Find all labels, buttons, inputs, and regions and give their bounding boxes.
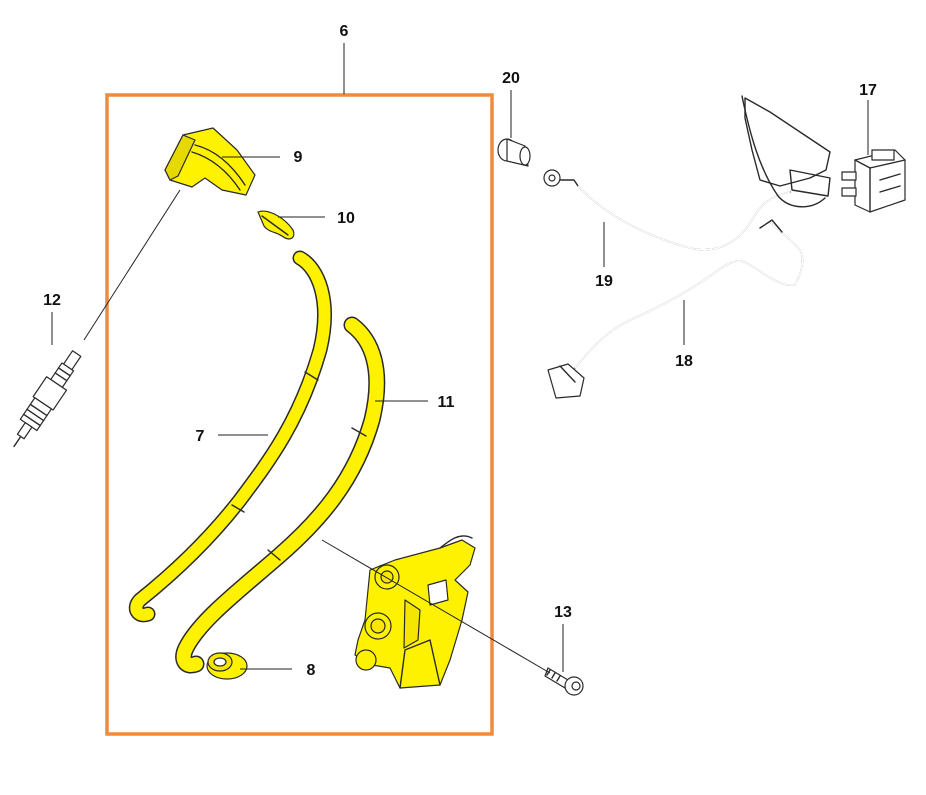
spark-plug-12[interactable]: [4, 347, 87, 453]
callout-10: 10: [337, 210, 355, 227]
wire-18-connector[interactable]: [547, 363, 585, 399]
screw-13[interactable]: [544, 667, 584, 696]
plug-20[interactable]: [497, 138, 531, 167]
callout-6: 6: [340, 23, 349, 40]
callout-20: 20: [502, 70, 520, 87]
callout-11: 11: [438, 394, 455, 411]
callout-17: 17: [859, 82, 877, 99]
spark-plug-cap-9[interactable]: [164, 127, 256, 196]
ignition-lead-7[interactable]: [128, 250, 332, 623]
callout-8: 8: [307, 662, 316, 679]
switch-assembly[interactable]: [354, 535, 476, 689]
wire-harness[interactable]: [574, 95, 831, 369]
callout-18: 18: [675, 353, 693, 370]
callout-7: 7: [196, 428, 205, 445]
callout-13: 13: [554, 604, 572, 621]
highlight-frame: [105, 93, 494, 736]
wire-19[interactable]: [543, 169, 791, 251]
ignition-lead-11[interactable]: [175, 316, 386, 674]
callout-19: 19: [595, 273, 613, 290]
grommet-8[interactable]: [206, 652, 248, 680]
cap-spring-clip-10[interactable]: [257, 210, 295, 240]
leader-13: [321, 539, 551, 674]
callout-12: 12: [43, 292, 61, 309]
callout-9: 9: [294, 149, 303, 166]
switch-17[interactable]: [841, 149, 906, 213]
leader-12: [83, 189, 181, 341]
